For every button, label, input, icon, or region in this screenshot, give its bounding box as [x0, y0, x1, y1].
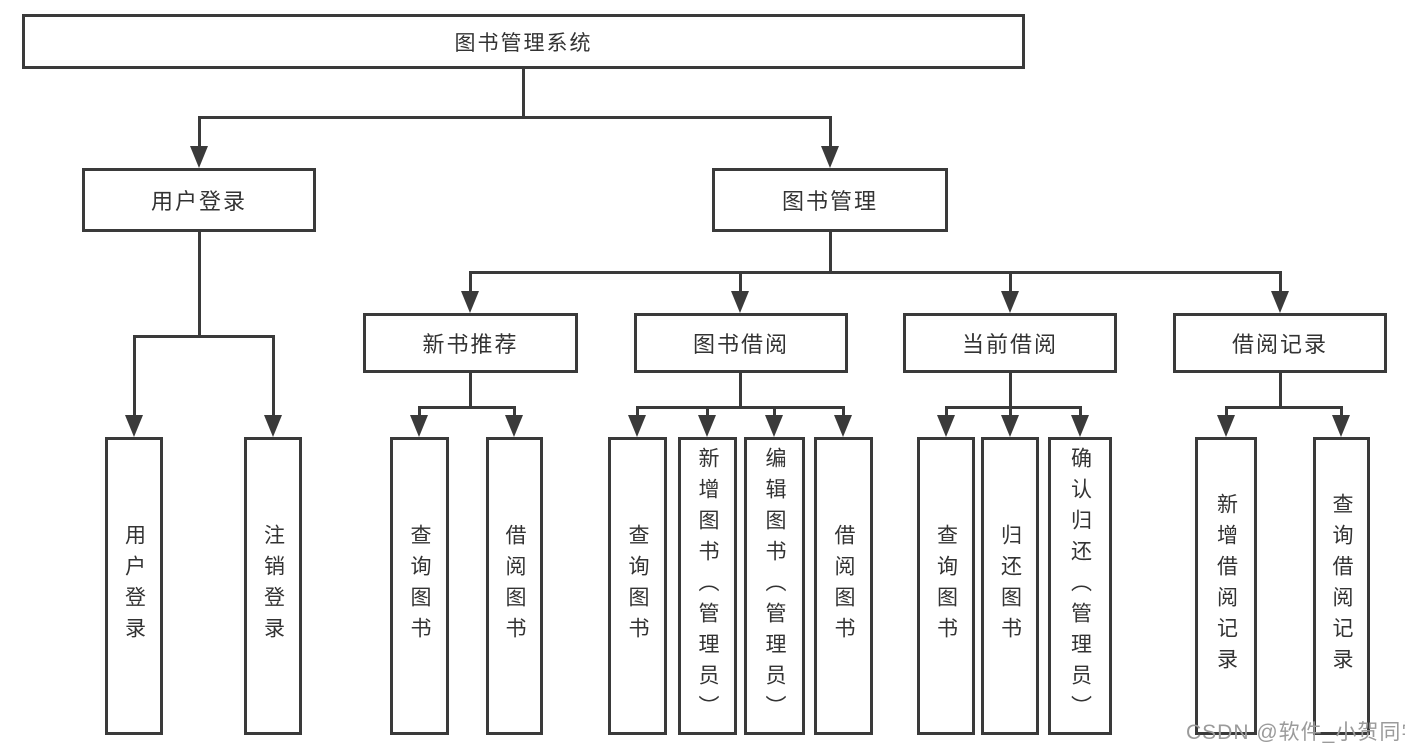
connector-line [1278, 373, 1282, 407]
arrow-down-icon [1217, 415, 1235, 437]
node-new-book-recommend: 新书推荐 [363, 313, 578, 373]
connector-line [828, 117, 832, 152]
node-label: 当前借阅 [961, 332, 1058, 357]
arrow-down-icon [1271, 291, 1289, 313]
connector-line [197, 117, 201, 152]
node-library-system: 图书管理系统 [22, 14, 1025, 69]
node-query-borrow-record: 查询借阅记录 [1313, 437, 1370, 735]
connector-line [1224, 407, 1228, 421]
connector-line [468, 270, 1282, 274]
node-borrowing-records: 借阅记录 [1173, 313, 1387, 373]
node-label: 查询图书 [934, 524, 958, 648]
node-label: 注销登录 [261, 524, 285, 648]
connector-line [944, 405, 1082, 409]
connector-line [512, 407, 516, 421]
node-label: 图书管理系统 [454, 31, 593, 55]
node-current-borrowing: 当前借阅 [903, 313, 1117, 373]
arrow-down-icon [1071, 415, 1089, 437]
connector-line [1339, 407, 1343, 421]
connector-line [1278, 272, 1282, 297]
arrow-down-icon [765, 415, 783, 437]
arrow-down-icon [821, 146, 839, 168]
connector-line [271, 336, 275, 421]
arrow-down-icon [937, 415, 955, 437]
connector-line [841, 407, 845, 421]
node-label: 编辑图书（管理员） [763, 446, 786, 726]
connector-line [197, 115, 832, 119]
connector-line [1008, 407, 1012, 421]
node-borrow-books-1: 借阅图书 [486, 437, 543, 735]
arrow-down-icon [1001, 291, 1019, 313]
node-label: 新增借阅记录 [1214, 493, 1238, 679]
node-borrow-books-2: 借阅图书 [814, 437, 873, 735]
connector-line [1224, 405, 1343, 409]
node-book-borrowing: 图书借阅 [634, 313, 848, 373]
arrow-down-icon [125, 415, 143, 437]
connector-line [738, 272, 742, 297]
connector-line [197, 232, 201, 336]
node-label: 用户登录 [150, 189, 247, 214]
connector-line [635, 405, 845, 409]
node-confirm-return-admin: 确认归还（管理员） [1048, 437, 1112, 735]
node-query-books-1: 查询图书 [390, 437, 449, 735]
connector-line [738, 373, 742, 407]
node-label: 借阅图书 [503, 524, 526, 648]
connector-line [1008, 272, 1012, 297]
connector-line [635, 407, 639, 421]
node-query-books-3: 查询图书 [917, 437, 975, 735]
connector-line [772, 407, 776, 421]
connector-line [705, 407, 709, 421]
connector-line [468, 272, 472, 297]
arrow-down-icon [461, 291, 479, 313]
arrow-down-icon [1332, 415, 1350, 437]
connector-line [468, 373, 472, 407]
node-edit-books-admin: 编辑图书（管理员） [744, 437, 805, 735]
node-user-login: 用户登录 [82, 168, 316, 232]
node-label: 查询图书 [408, 524, 431, 648]
arrow-down-icon [698, 415, 716, 437]
arrow-down-icon [1001, 415, 1019, 437]
arrow-down-icon [410, 415, 428, 437]
connector-line [1008, 373, 1012, 407]
arrow-down-icon [264, 415, 282, 437]
node-label: 用户登录 [122, 524, 146, 648]
node-book-management: 图书管理 [712, 168, 948, 232]
connector-line [132, 336, 136, 421]
node-label: 查询图书 [626, 524, 649, 648]
node-logout-action: 注销登录 [244, 437, 302, 735]
connector-line [1078, 407, 1082, 421]
connector-line [132, 334, 275, 338]
node-query-books-2: 查询图书 [608, 437, 667, 735]
node-label: 借阅图书 [832, 524, 855, 648]
node-label: 图书管理 [781, 189, 878, 214]
node-label: 新增图书（管理员） [696, 446, 719, 726]
arrow-down-icon [834, 415, 852, 437]
arrow-down-icon [628, 415, 646, 437]
node-user-login-action: 用户登录 [105, 437, 163, 735]
node-label: 确认归还（管理员） [1068, 446, 1092, 726]
node-return-books: 归还图书 [981, 437, 1039, 735]
connector-line [417, 405, 516, 409]
node-label: 新书推荐 [422, 332, 519, 357]
connector-line [417, 407, 421, 421]
connector-line [828, 232, 832, 272]
node-label: 归还图书 [998, 524, 1022, 648]
arrow-down-icon [505, 415, 523, 437]
connector-line [944, 407, 948, 421]
node-add-borrow-record: 新增借阅记录 [1195, 437, 1257, 735]
connector-line [521, 69, 525, 117]
node-add-books-admin: 新增图书（管理员） [678, 437, 737, 735]
arrow-down-icon [731, 291, 749, 313]
node-label: 借阅记录 [1231, 332, 1328, 357]
node-label: 图书借阅 [692, 332, 789, 357]
arrow-down-icon [190, 146, 208, 168]
node-label: 查询借阅记录 [1330, 493, 1353, 679]
watermark: CSDN @软件_小贺同学 [1186, 721, 1405, 744]
